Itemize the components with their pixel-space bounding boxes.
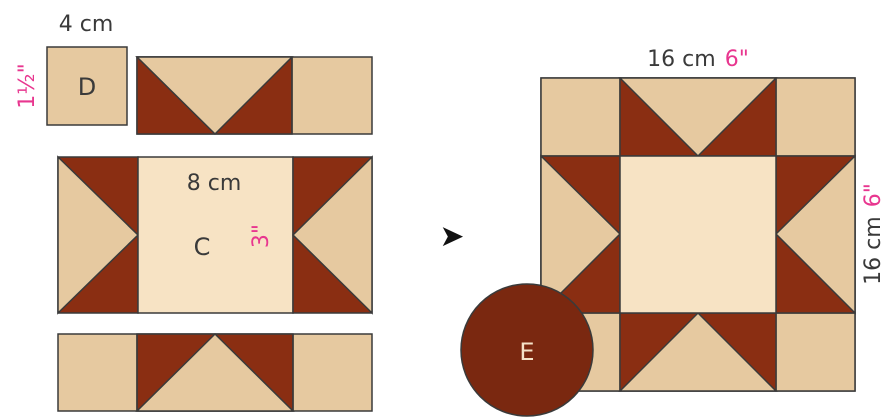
corner-square [775, 312, 856, 392]
c-height-label: 3" [249, 224, 274, 248]
center-square [619, 155, 777, 314]
d-width-label: 4 cm [59, 12, 114, 37]
block-height-label: 16 cm 6" [861, 183, 885, 285]
arrow-icon: ➤ [439, 219, 464, 254]
square-d: D [46, 46, 128, 126]
square-d-letter: D [78, 73, 96, 101]
circle-e-letter: E [519, 338, 534, 366]
bottom-goose-row [57, 332, 373, 412]
top-goose-row [135, 56, 373, 136]
corner-square [775, 77, 856, 157]
square-c-letter: C [194, 233, 211, 261]
square-c [137, 156, 294, 314]
c-width-label: 8 cm [187, 171, 242, 196]
block-width-label: 16 cm 6" [647, 47, 749, 72]
goose-center-triangle [135, 332, 295, 412]
circle-e: E [460, 283, 594, 417]
corner-square [540, 77, 621, 157]
d-height-label: 1½" [15, 63, 40, 108]
goose-center-triangle [135, 56, 294, 136]
middle-row [57, 155, 373, 315]
